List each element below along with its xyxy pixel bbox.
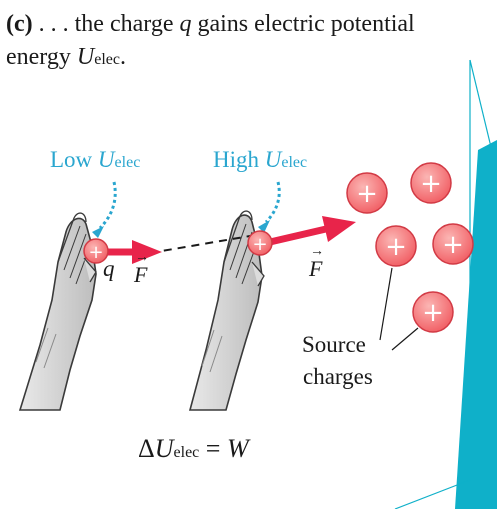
source-charge-sign: + <box>385 232 407 262</box>
force-label-2: → F <box>309 244 324 281</box>
source-charge <box>432 223 474 265</box>
test-charge-high <box>247 230 273 256</box>
caption-energy-sub: elec <box>94 51 120 68</box>
charge-q-label: q <box>103 256 115 281</box>
displacement-dashed-line <box>149 235 251 254</box>
caption-text-before: . . . the charge <box>32 11 180 37</box>
high-pointer-arrowhead <box>258 220 270 233</box>
source-label-line2: charges <box>303 364 373 389</box>
source-label-line1: Source <box>302 332 366 357</box>
source-charge-sign: + <box>420 169 442 199</box>
high-energy-label: High Uelec <box>213 147 308 172</box>
source-charges-group: + + + + + <box>346 162 474 333</box>
caption-text-end: . <box>119 44 126 70</box>
source-charge-sign: + <box>356 179 378 209</box>
force-arrow-2-shaft <box>269 225 327 246</box>
source-charge <box>375 225 417 267</box>
low-pointer-arrow <box>98 181 117 230</box>
slide-decoration <box>394 59 497 509</box>
force-vector-arrow-2: → <box>310 244 324 259</box>
force-arrow-1-head <box>132 240 162 264</box>
force-label-1: → F <box>134 250 149 287</box>
figure-caption: (c) . . . the charge q gains electric po… <box>6 8 426 76</box>
equation-u-symbol: U <box>154 434 174 463</box>
equation-u-sub: elec <box>173 444 200 461</box>
source-leader-line <box>391 327 419 351</box>
source-charge-sign: + <box>422 298 444 328</box>
caption-part-label: (c) <box>6 11 33 37</box>
equation-work: W <box>226 434 249 463</box>
source-charge-sign: + <box>442 230 464 260</box>
low-energy-label: Low Uelec <box>50 147 141 172</box>
caption-charge-symbol: q <box>179 11 192 37</box>
caption-energy-symbol: U <box>76 44 95 70</box>
energy-work-equation: ΔUelec = W <box>138 434 249 464</box>
source-charge <box>346 172 388 214</box>
caption-text-middle: gains electric potential energy <box>6 11 415 70</box>
test-charge-low <box>83 238 109 264</box>
low-pointer-arrowhead <box>92 226 104 238</box>
force-vector-arrow-1: → <box>135 250 149 265</box>
high-pointer-arrow <box>264 181 281 224</box>
source-charge <box>412 291 454 333</box>
equation-equals: = <box>199 434 227 463</box>
equation-delta: Δ <box>138 434 155 463</box>
force-arrow-2-head <box>322 216 356 242</box>
source-charge <box>410 162 452 204</box>
test-charge-low-sign: + <box>88 242 103 263</box>
source-leader-line <box>379 267 393 341</box>
test-charge-high-sign: + <box>252 234 267 255</box>
left-hand <box>18 212 97 411</box>
